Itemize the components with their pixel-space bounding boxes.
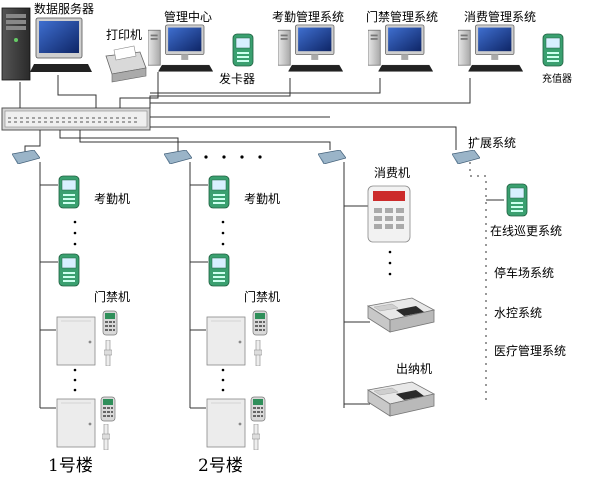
- access-pc-icon: [368, 24, 434, 72]
- patrol-terminal-icon: [506, 183, 528, 217]
- door-lock-icon: [102, 424, 110, 450]
- access-controller-icon: [206, 316, 246, 366]
- hub-icon: [12, 150, 40, 164]
- door-lock-icon: [254, 340, 262, 366]
- attendance-terminal-icon: [58, 175, 80, 209]
- attendance-terminal-icon: [208, 253, 230, 287]
- building1-label: 1号楼: [48, 456, 93, 476]
- pos-terminal-icon: [367, 185, 411, 243]
- extension-links: [469, 162, 504, 400]
- trunk-links: [24, 130, 331, 152]
- access-controller-icon: [206, 398, 246, 448]
- medical-label: 医疗管理系统: [494, 344, 567, 358]
- main-switch: [1, 107, 151, 131]
- cashier-terminal-icon: [367, 297, 435, 333]
- water-label: 水控系统: [494, 306, 543, 320]
- b2-access-label: 门禁机: [244, 290, 281, 304]
- branch1-links: [39, 162, 58, 409]
- consumption-pc-icon: [458, 24, 524, 72]
- access-keypad-icon: [102, 310, 118, 336]
- b2-attendance-label: 考勤机: [244, 192, 281, 206]
- access-controller-icon: [56, 316, 96, 366]
- consumption-system-label: 消费管理系统: [464, 10, 537, 24]
- access-keypad-icon: [100, 396, 116, 422]
- card-issuer-icon: [232, 33, 254, 67]
- access-keypad-icon: [252, 310, 268, 336]
- extension-label: 扩展系统: [468, 136, 517, 150]
- top-links: [19, 72, 471, 150]
- attendance-pc-icon: [278, 24, 344, 72]
- printer-label: 打印机: [106, 28, 143, 42]
- hub-icon: [318, 150, 346, 164]
- consumer-label: 消费机: [374, 166, 411, 180]
- door-lock-icon: [104, 340, 112, 366]
- attendance-system-label: 考勤管理系统: [272, 10, 345, 24]
- cashier-terminal-icon: [367, 381, 435, 417]
- hub-icon: [452, 150, 480, 164]
- attendance-terminal-icon: [208, 175, 230, 209]
- management-center-label: 管理中心: [164, 10, 213, 24]
- data-server-label: 数据服务器: [34, 2, 95, 16]
- printer-icon: [105, 45, 147, 83]
- building2-label: 2号楼: [198, 456, 243, 476]
- access-controller-icon: [56, 398, 96, 448]
- cashier-label: 出纳机: [396, 362, 433, 376]
- patrol-label: 在线巡更系统: [490, 224, 563, 238]
- recharger-icon: [542, 33, 564, 67]
- consumption-links: [343, 162, 370, 408]
- access-keypad-icon: [250, 396, 266, 422]
- card-issuer-label: 发卡器: [219, 72, 256, 86]
- b1-access-label: 门禁机: [94, 290, 131, 304]
- attendance-terminal-icon: [58, 253, 80, 287]
- branch2-links: [189, 162, 208, 409]
- access-system-label: 门禁管理系统: [366, 10, 439, 24]
- hub-icon: [164, 150, 192, 164]
- management-pc-icon: [148, 24, 214, 72]
- recharger-label: 充值器: [542, 74, 572, 85]
- server-monitor-icon: [30, 17, 92, 72]
- server-tower-icon: [1, 7, 31, 81]
- b1-attendance-label: 考勤机: [94, 192, 131, 206]
- ellipsis-dots: [73, 155, 392, 392]
- parking-label: 停车场系统: [494, 266, 555, 280]
- door-lock-icon: [252, 424, 260, 450]
